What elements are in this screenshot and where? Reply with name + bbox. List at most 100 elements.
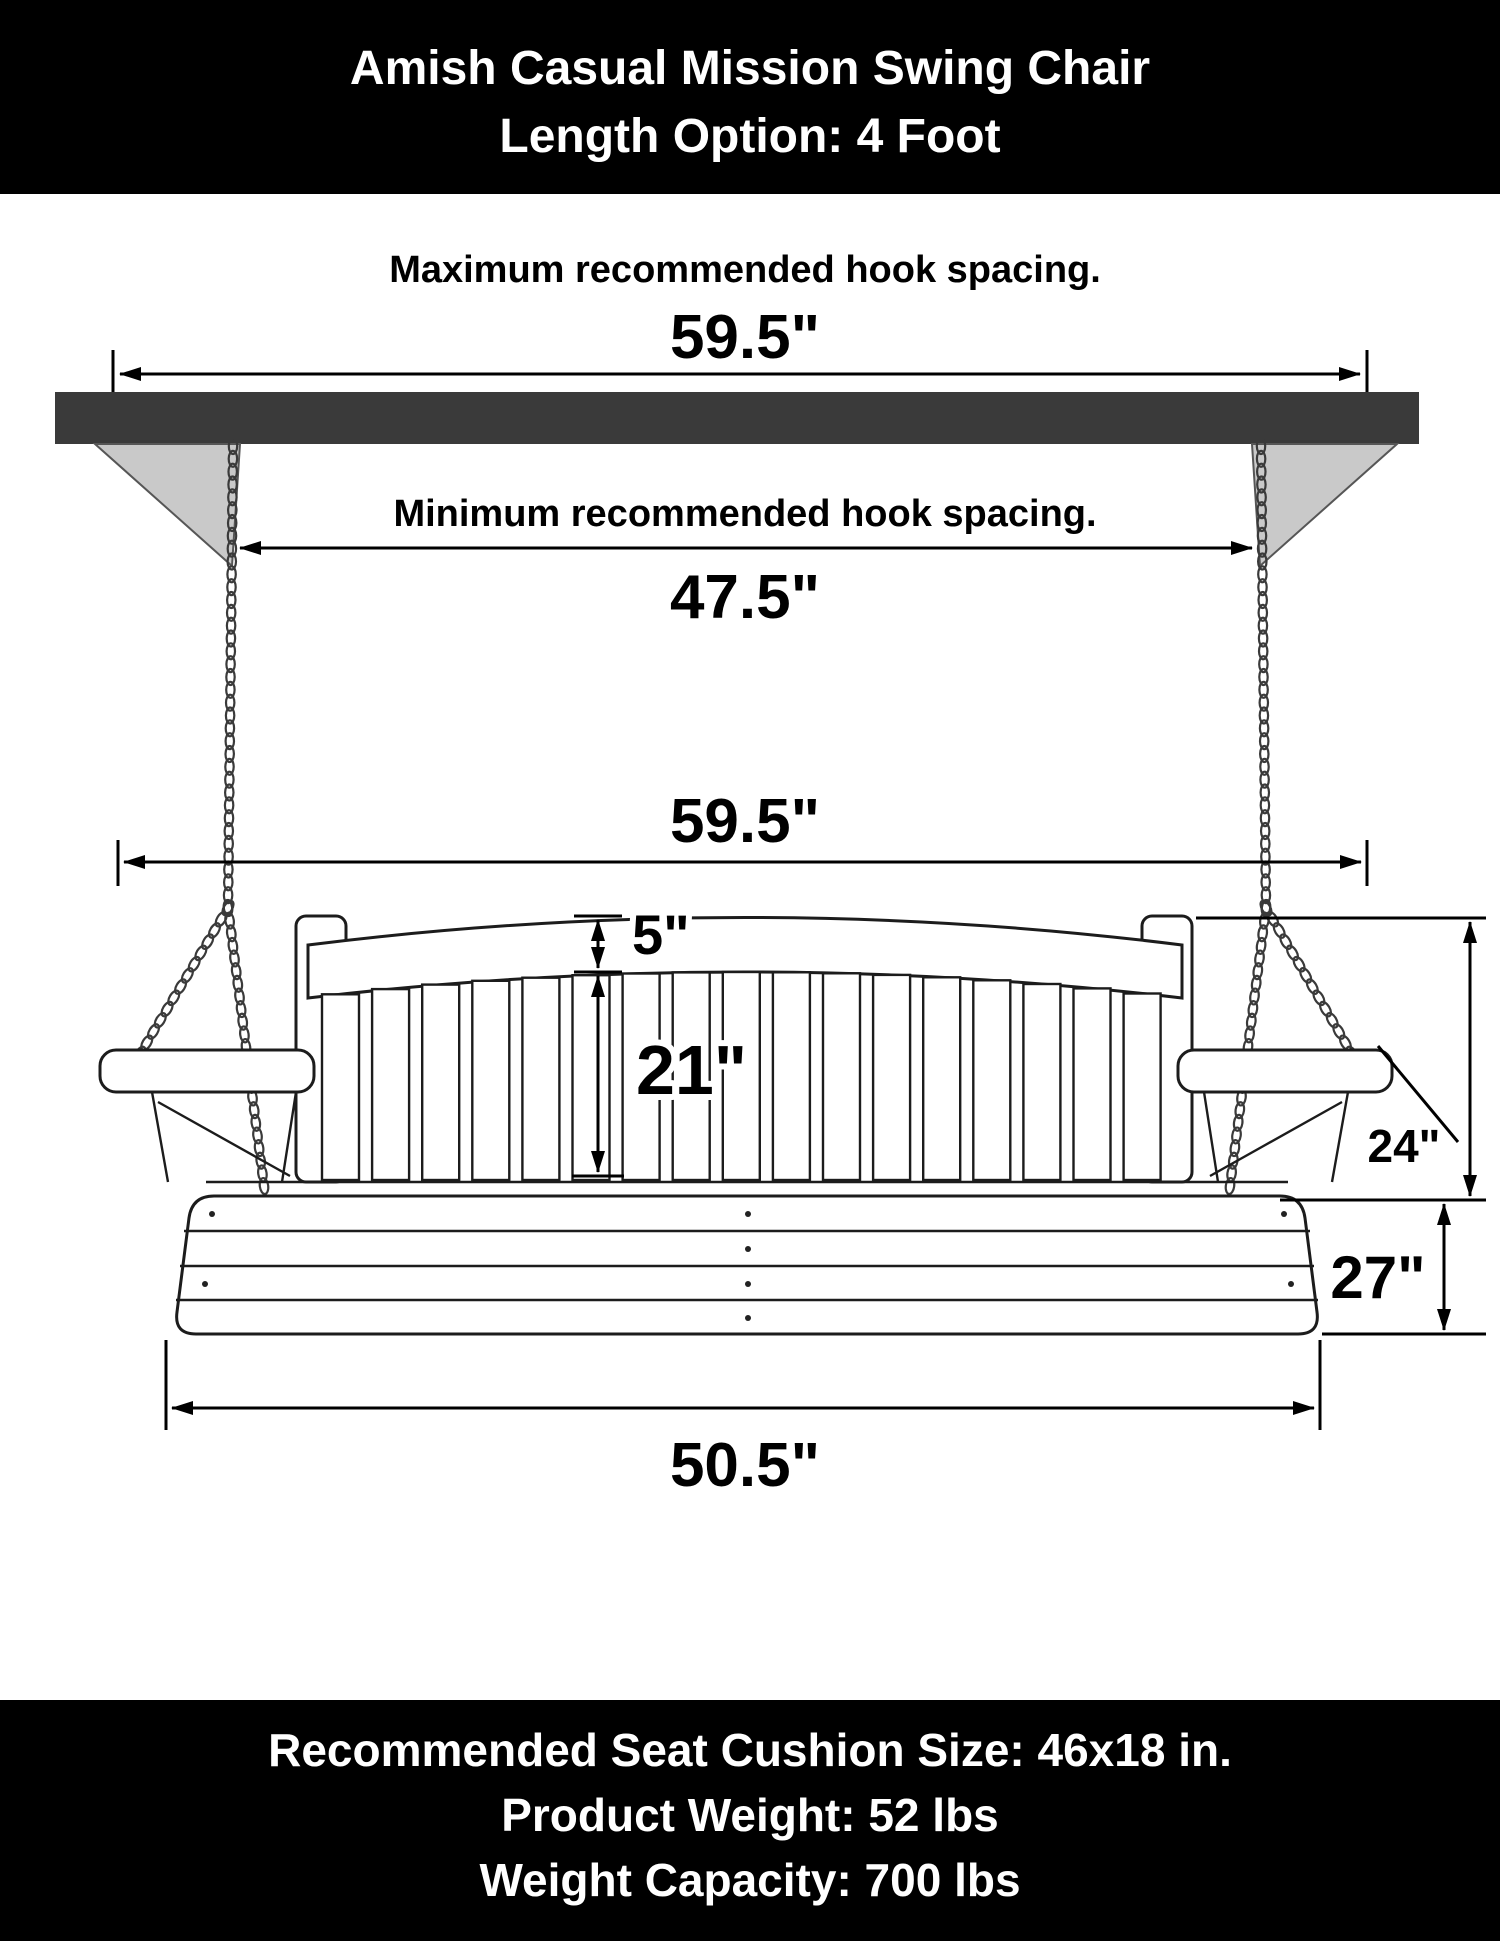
chain-link — [1272, 922, 1286, 939]
chain-link — [1257, 629, 1269, 648]
chain-link — [226, 552, 238, 571]
chain-link — [1257, 616, 1269, 635]
top-banner-bg — [0, 0, 1500, 194]
seat-width-value: 50.5" — [670, 1431, 820, 1500]
chain-link — [230, 962, 242, 981]
chain-link — [1249, 987, 1260, 1006]
screw-dot — [745, 1315, 751, 1321]
chain-link — [1305, 978, 1319, 995]
chain-link — [239, 1025, 250, 1044]
chain-link — [237, 1012, 249, 1031]
chain-link — [1224, 1176, 1236, 1196]
left-armrest — [98, 1048, 316, 1094]
back-slat — [421, 983, 461, 1182]
chain-link — [224, 706, 236, 725]
chain-link — [225, 924, 237, 943]
screw-dot — [745, 1211, 751, 1217]
chain-link — [226, 526, 238, 545]
chain-link — [146, 1023, 161, 1040]
right-gusset — [1250, 443, 1400, 569]
chain-link — [226, 578, 237, 597]
chain-link — [1312, 989, 1326, 1007]
max-hook-label: Maximum recommended hook spacing. — [389, 249, 1101, 291]
chain-link — [201, 933, 215, 950]
chain-link — [1258, 655, 1269, 674]
chain-link — [225, 655, 236, 674]
chain-link — [1259, 911, 1270, 930]
chain-link — [1279, 933, 1293, 951]
min-hook-value: 47.5" — [670, 563, 820, 632]
chain-link — [1259, 834, 1271, 853]
chain-link — [1231, 1126, 1242, 1145]
chain-link — [1257, 578, 1268, 597]
chain-link — [224, 719, 236, 738]
back-slat — [1022, 982, 1062, 1182]
swing-drawing — [98, 914, 1394, 1336]
rail-height-value: 5" — [632, 903, 690, 966]
chain-link — [167, 989, 181, 1007]
product-weight-text: Product Weight: 52 lbs — [501, 1789, 999, 1841]
back-slats — [320, 970, 1162, 1182]
left-gusset — [92, 443, 242, 569]
back-slat — [671, 971, 711, 1182]
chain-link — [225, 616, 237, 635]
chain-link — [1257, 565, 1268, 584]
chain-link — [225, 680, 236, 699]
chain-link — [160, 1000, 174, 1018]
chain-link — [1259, 899, 1273, 917]
back-slat — [471, 979, 511, 1182]
back-height-value: 21" — [636, 1031, 747, 1109]
chain-link — [223, 809, 235, 828]
chain-link — [1332, 1023, 1346, 1040]
chain-link — [250, 1113, 262, 1132]
max-hook-value: 59.5" — [670, 303, 820, 372]
chain-link — [258, 1176, 270, 1196]
chain-link — [227, 462, 239, 481]
chain-link — [232, 974, 244, 993]
chain-link — [1260, 898, 1272, 918]
chain-link — [1258, 744, 1270, 764]
back-slat — [821, 972, 862, 1182]
screw-dot — [1281, 1211, 1287, 1217]
chain-link — [248, 1101, 260, 1120]
chain-link — [227, 436, 239, 456]
min-hook-label: Minimum recommended hook spacing. — [393, 493, 1096, 535]
back-slat — [370, 987, 411, 1182]
page-subtitle: Length Option: 4 Foot — [499, 110, 1000, 163]
chain-link — [1258, 706, 1270, 725]
chain-link — [235, 1000, 247, 1019]
chain-link — [227, 475, 238, 494]
screw-dot — [1288, 1281, 1294, 1287]
chain-link — [225, 603, 237, 622]
chain-link — [1256, 475, 1267, 494]
chain-link — [221, 899, 235, 917]
chain-link — [187, 955, 201, 973]
right-armrest — [1176, 1048, 1394, 1094]
chain-link — [1285, 944, 1300, 962]
chain-link — [1259, 770, 1270, 789]
chain-link — [1255, 462, 1267, 481]
back-slat — [972, 979, 1012, 1182]
cushion-size-text: Recommended Seat Cushion Size: 46x18 in. — [268, 1724, 1232, 1776]
back-slat — [621, 972, 661, 1182]
chain-link — [1256, 513, 1268, 533]
chain-link — [1256, 539, 1268, 558]
chain-link — [1255, 449, 1267, 468]
ceiling-beam — [55, 392, 1419, 444]
chain-link — [1259, 757, 1270, 776]
chain-link — [225, 667, 236, 687]
chain-link — [207, 922, 222, 939]
chain-link — [1258, 732, 1270, 751]
chain-link — [224, 732, 236, 751]
chain-link — [226, 501, 238, 520]
chain-link — [1256, 526, 1268, 545]
chain-link — [234, 987, 245, 1006]
chain-link — [1325, 1011, 1339, 1029]
back-slat — [1072, 987, 1112, 1182]
chain-link — [1245, 1012, 1257, 1031]
chain-link — [1255, 436, 1267, 456]
chain-link — [1292, 955, 1306, 973]
chain-link — [225, 642, 237, 661]
chain-link — [1255, 936, 1267, 955]
